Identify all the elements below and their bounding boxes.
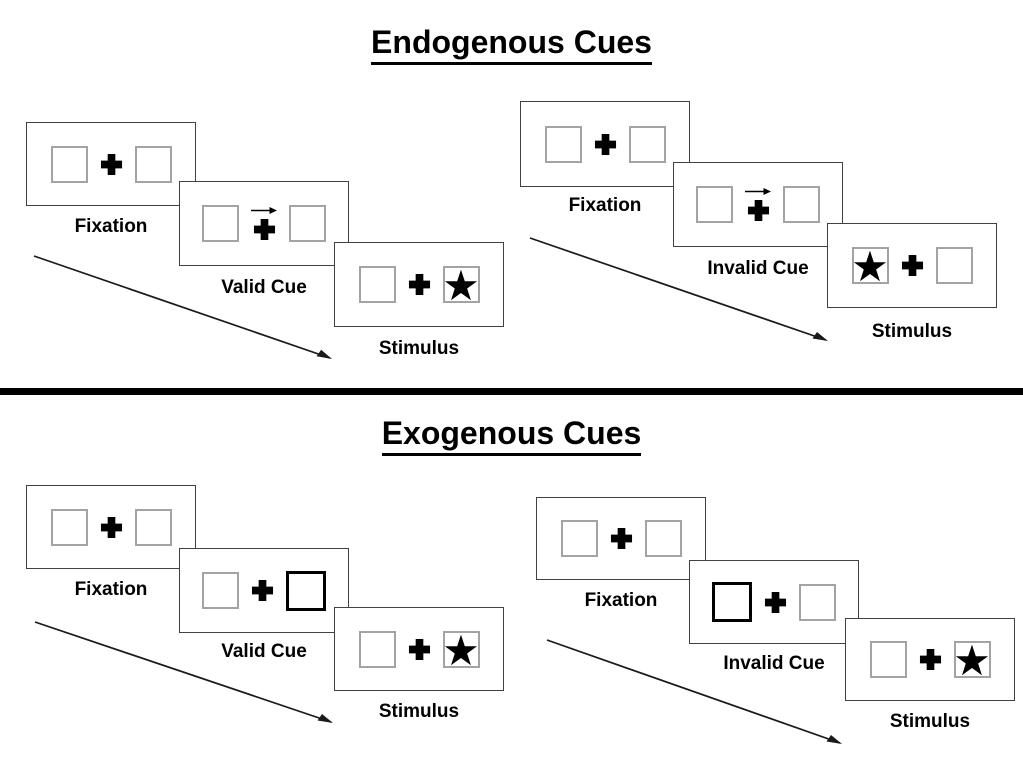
- step-label-stimulus: Stimulus: [378, 701, 460, 722]
- valid-cue-card: [179, 181, 349, 266]
- invalid-cue-card: [673, 162, 843, 247]
- stimulus-card: ★: [334, 242, 504, 327]
- placeholder-box-left: [696, 186, 733, 223]
- section-divider: [0, 388, 1023, 395]
- placeholder-box-left: [560, 520, 598, 557]
- step-label-fixation: Fixation: [584, 590, 658, 611]
- placeholder-box-right: [628, 125, 666, 163]
- valid-cue-card: [179, 548, 349, 633]
- time-arrow: [33, 255, 332, 359]
- placeholder-box-right: [134, 145, 172, 183]
- placeholder-box-left: [50, 145, 88, 183]
- placeholder-box-left: [358, 630, 396, 668]
- fixation-cross-icon: [251, 579, 274, 602]
- fixation-cross-icon: [408, 273, 431, 296]
- cue-right-arrow-icon: [251, 207, 277, 214]
- placeholder-box-right: [935, 247, 973, 284]
- star-icon: ★: [953, 637, 991, 684]
- cue-right-arrow-icon: [745, 188, 771, 195]
- placeholder-box-right: [289, 205, 326, 242]
- fixation-cross-icon: [610, 527, 633, 550]
- fixation-cross-icon: [253, 218, 275, 241]
- fixation-cross-icon: [594, 133, 617, 156]
- star-icon: ★: [442, 262, 480, 309]
- fixation-cross-icon: [408, 638, 431, 661]
- placeholder-box-left: [50, 508, 88, 546]
- target-box-right: ★: [442, 626, 480, 674]
- placeholder-box-left: [202, 205, 239, 242]
- step-label-valid-cue: Valid Cue: [221, 641, 307, 662]
- step-label-fixation: Fixation: [74, 216, 148, 237]
- step-label-invalid-cue: Invalid Cue: [723, 653, 825, 674]
- target-box-left: ★: [851, 243, 889, 290]
- star-icon: ★: [851, 243, 889, 290]
- step-label-fixation: Fixation: [74, 579, 148, 600]
- step-label-stimulus: Stimulus: [378, 338, 460, 359]
- stimulus-card: ★: [845, 618, 1015, 701]
- step-label-fixation: Fixation: [568, 195, 642, 216]
- step-label-invalid-cue: Invalid Cue: [707, 258, 809, 279]
- placeholder-box-left: [544, 125, 582, 163]
- step-label-valid-cue: Valid Cue: [221, 277, 307, 298]
- stimulus-card: ★: [827, 223, 997, 308]
- placeholder-box-right: [644, 520, 682, 557]
- time-arrow: [34, 621, 333, 723]
- step-label-stimulus: Stimulus: [889, 711, 971, 732]
- fixation-cross-icon: [100, 153, 123, 176]
- exogenous-section-title: Exogenous Cues: [0, 415, 1023, 456]
- placeholder-box-left: [869, 641, 907, 678]
- invalid-cue-card: [689, 560, 859, 644]
- cue-highlight-box-right: [286, 570, 326, 611]
- fixation-card: [26, 122, 196, 206]
- placeholder-box-left: [202, 572, 239, 609]
- fixation-cross-icon: [764, 591, 787, 614]
- fixation-card: [26, 485, 196, 569]
- fixation-card: [520, 101, 690, 187]
- endogenous-section-title: Endogenous Cues: [0, 24, 1023, 65]
- fixation-cross-icon: [100, 516, 123, 539]
- cue-highlight-box-left: [712, 582, 752, 622]
- star-icon: ★: [442, 626, 480, 674]
- target-box-right: ★: [442, 262, 480, 309]
- fixation-card: [536, 497, 706, 580]
- step-label-stimulus: Stimulus: [871, 321, 953, 342]
- placeholder-box-left: [358, 266, 396, 303]
- fixation-cross-icon: [901, 254, 924, 277]
- fixation-cross-icon: [919, 648, 942, 671]
- time-arrow: [546, 639, 842, 744]
- placeholder-box-right: [134, 508, 172, 546]
- placeholder-box-right: [799, 583, 836, 621]
- fixation-cross-icon: [747, 199, 769, 222]
- stimulus-card: ★: [334, 607, 504, 691]
- time-arrow: [529, 237, 828, 341]
- target-box-right: ★: [953, 637, 991, 684]
- placeholder-box-right: [783, 186, 820, 223]
